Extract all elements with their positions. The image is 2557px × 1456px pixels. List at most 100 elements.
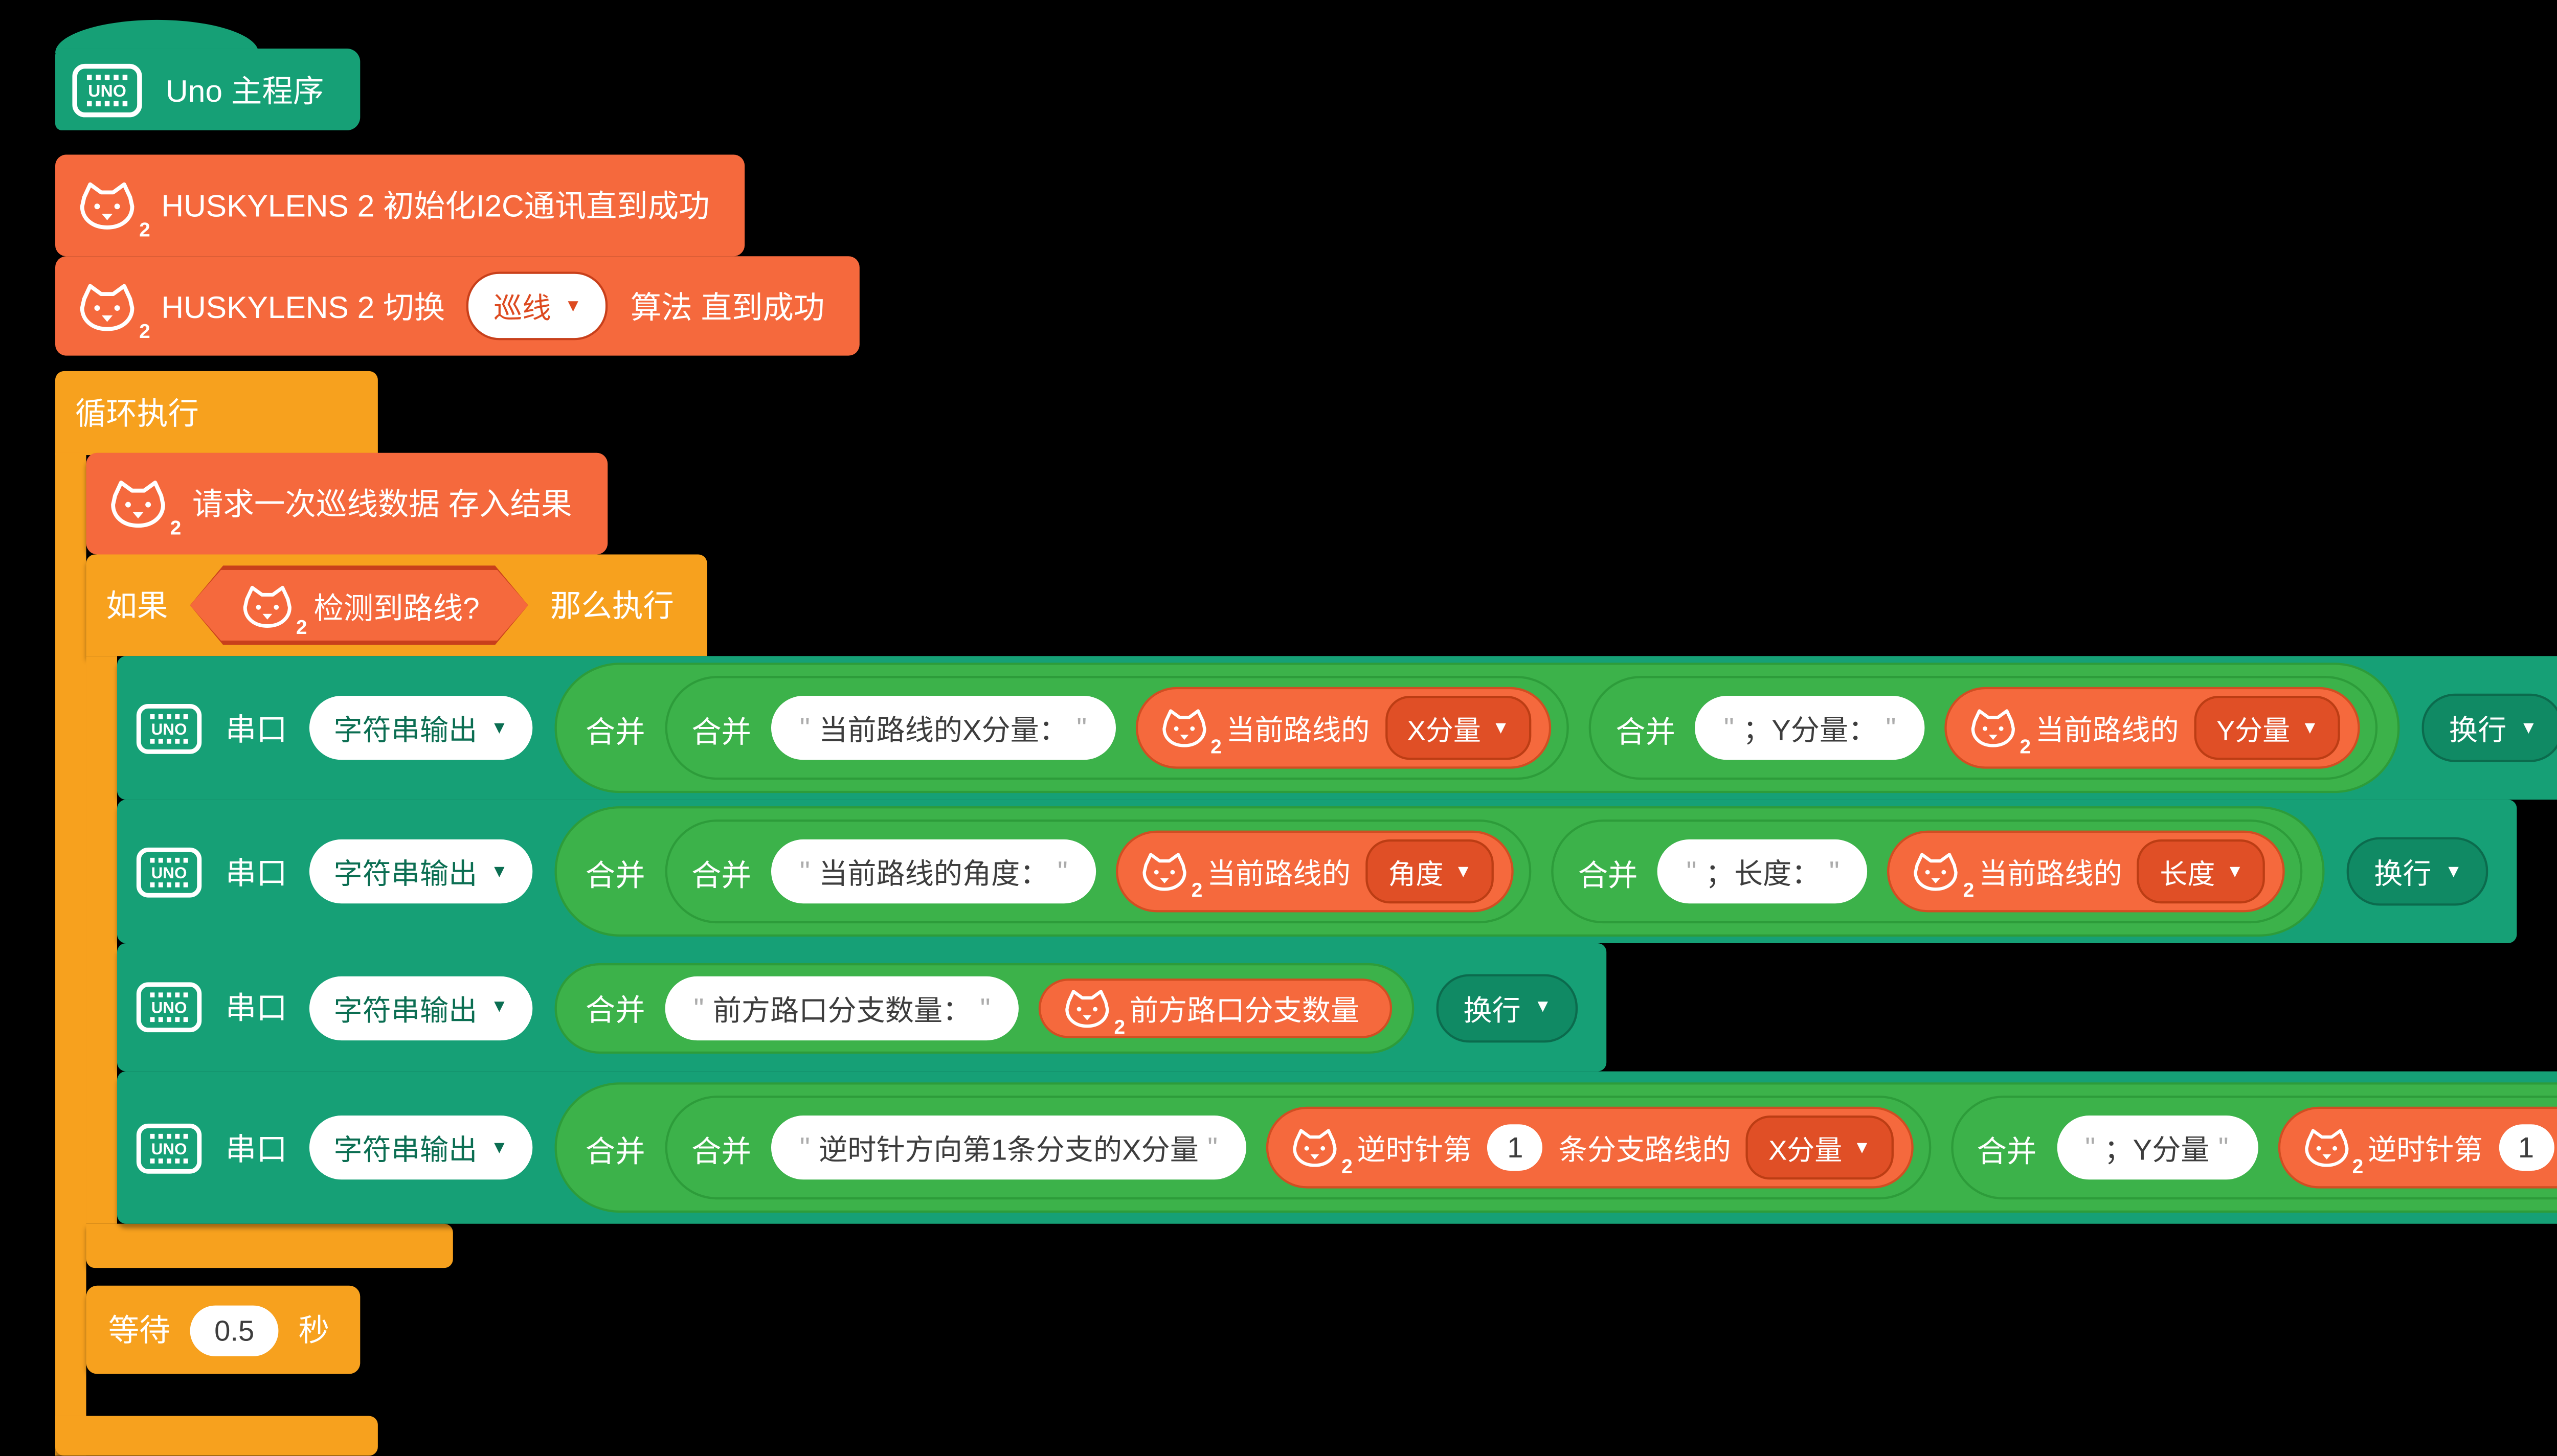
join-label: 合并: [691, 714, 751, 748]
serial-label: 串口: [225, 1130, 287, 1166]
quote-mark: ": [1829, 855, 1840, 888]
huskylens-icon: 2: [1157, 707, 1222, 758]
serial-mode-dropdown[interactable]: 字符串输出 ▼: [309, 839, 533, 904]
serial-mode-dropdown[interactable]: 字符串输出 ▼: [309, 696, 533, 760]
join-text-input[interactable]: " ；长度： ": [1657, 839, 1868, 904]
branch-index-input[interactable]: 1: [1487, 1124, 1543, 1171]
newline-dropdown[interactable]: 换行 ▼: [2423, 693, 2557, 762]
loop-block-header[interactable]: 循环执行: [55, 371, 378, 456]
chevron-down-icon: ▼: [490, 1136, 508, 1156]
join-block-outer[interactable]: 合并 " 前方路口分支数量： " 2 前方路口分支数量: [554, 962, 1415, 1053]
join-label: 合并: [1616, 714, 1675, 748]
wait-block[interactable]: 等待 0.5 秒: [86, 1285, 361, 1374]
husky-reporter[interactable]: 2 当前路线的 角度 ▼: [1116, 830, 1514, 913]
huskylens-icon: 2: [239, 582, 296, 629]
reporter-option-dropdown[interactable]: 长度 ▼: [2138, 839, 2266, 904]
reporter-option-value: X分量: [1768, 1135, 1843, 1167]
serial-mode-dropdown[interactable]: 字符串输出 ▼: [309, 975, 533, 1039]
wait-label: 等待: [108, 1312, 170, 1348]
quote-mark: ": [1886, 711, 1896, 745]
reporter-option-dropdown[interactable]: 角度 ▼: [1366, 839, 1494, 904]
reporter-option-dropdown[interactable]: X分量 ▼: [1385, 696, 1532, 760]
chevron-down-icon: ▼: [2444, 860, 2462, 880]
reporter-option-dropdown[interactable]: X分量 ▼: [1746, 1116, 1893, 1180]
uno-board-icon: [135, 1121, 204, 1174]
huskylens-icon: 2: [75, 179, 150, 241]
join-text-input[interactable]: " 前方路口分支数量： ": [665, 975, 1019, 1039]
algorithm-dropdown[interactable]: 巡线 ▼: [467, 271, 609, 340]
newline-value: 换行: [1463, 993, 1521, 1027]
quote-mark: ": [1057, 855, 1068, 888]
join-block-outer[interactable]: 合并 合并 " 当前路线的角度： " 2 当前路线的 角度 ▼: [554, 806, 2326, 937]
then-label: 那么执行: [550, 587, 674, 623]
quote-mark: ": [1686, 855, 1697, 888]
serial-print-row-2[interactable]: 串口 字符串输出 ▼ 合并 合并 " 当前路线的角度： " 2 当前路线的 角度: [117, 800, 2518, 943]
husky-reporter[interactable]: 2 逆时针第 1 条分支路线的 Y分量 ▼: [2277, 1106, 2557, 1189]
join-block-outer[interactable]: 合并 合并 " 逆时针方向第1条分支的X分量 " 2 逆时针第 1 条分支路线的…: [554, 1082, 2557, 1213]
reporter-mid: 条分支路线的: [1558, 1133, 1731, 1167]
serial-mode-value: 字符串输出: [333, 1133, 478, 1167]
join-block-inner-2[interactable]: 合并 " ；Y分量： " 2 当前路线的 Y分量 ▼: [1589, 676, 2379, 780]
chevron-down-icon: ▼: [1492, 717, 1510, 737]
join-text-input[interactable]: " 当前路线的角度： ": [771, 839, 1096, 904]
join-text-input[interactable]: " ；Y分量： ": [1695, 696, 1925, 760]
huskylens-icon: 2: [1061, 986, 1125, 1037]
husky-reporter[interactable]: 2 逆时针第 1 条分支路线的 X分量 ▼: [1266, 1106, 1913, 1189]
join-block-inner-2[interactable]: 合并 " ；Y分量 " 2 逆时针第 1 条分支路线的 Y分量 ▼: [1950, 1096, 2557, 1200]
quote-mark: ": [980, 990, 991, 1024]
reporter-prefix: 当前路线的: [2035, 713, 2179, 747]
join-label: 合并: [691, 1134, 751, 1168]
join-block-inner-1[interactable]: 合并 " 当前路线的角度： " 2 当前路线的 角度 ▼: [665, 820, 1532, 924]
loop-left-arm: [55, 452, 86, 1456]
wait-unit-label: 秒: [298, 1312, 330, 1348]
join-label: 合并: [1977, 1134, 2037, 1168]
huskylens-switch-block[interactable]: 2 HUSKYLENS 2 切换 巡线 ▼ 算法 直到成功: [55, 256, 860, 356]
serial-print-row-1[interactable]: 串口 字符串输出 ▼ 合并 合并 " 当前路线的X分量： " 2 当前路线的 X…: [117, 656, 2557, 800]
join-text-input[interactable]: " 逆时针方向第1条分支的X分量 ": [771, 1116, 1247, 1180]
join-label: 合并: [585, 1134, 645, 1168]
join-block-outer[interactable]: 合并 合并 " 当前路线的X分量： " 2 当前路线的 X分量 ▼: [554, 663, 2401, 793]
husky-reporter[interactable]: 2 当前路线的 Y分量 ▼: [1944, 687, 2361, 769]
join-block-inner-1[interactable]: 合并 " 逆时针方向第1条分支的X分量 " 2 逆时针第 1 条分支路线的 X分…: [665, 1096, 1931, 1200]
newline-dropdown[interactable]: 换行 ▼: [2347, 837, 2489, 906]
quote-mark: ": [799, 855, 810, 888]
join-text-input[interactable]: " ；Y分量 ": [2056, 1116, 2257, 1180]
husky-reporter[interactable]: 2 当前路线的 长度 ▼: [1888, 830, 2286, 913]
text-value: 前方路口分支数量：: [712, 993, 972, 1027]
serial-print-row-3[interactable]: 串口 字符串输出 ▼ 合并 " 前方路口分支数量： " 2 前方路口分支数量 换…: [117, 943, 1607, 1072]
huskylens-icon: 2: [75, 280, 150, 342]
reporter-prefix: 逆时针第: [1357, 1133, 1472, 1167]
huskylens-icon: 2: [106, 477, 181, 539]
branch-index-input[interactable]: 1: [2498, 1124, 2554, 1171]
chevron-down-icon: ▼: [2226, 860, 2244, 880]
hat-block-uno-main[interactable]: Uno 主程序: [55, 49, 360, 130]
wait-duration-input[interactable]: 0.5: [190, 1304, 279, 1355]
if-label: 如果: [106, 587, 168, 623]
if-block-header[interactable]: 如果 2 检测到路线? 那么执行: [86, 554, 707, 656]
condition-hexagon[interactable]: 2 检测到路线?: [190, 565, 528, 645]
join-label: 合并: [691, 858, 751, 892]
chevron-down-icon: ▼: [1454, 860, 1472, 880]
request-block-label: 请求一次巡线数据 存入结果: [192, 486, 572, 521]
request-data-block[interactable]: 2 请求一次巡线数据 存入结果: [86, 452, 608, 555]
if-left-arm: [86, 656, 118, 1224]
huskylens-icon: 2: [1910, 851, 1974, 901]
quote-mark: ": [1076, 711, 1087, 745]
serial-print-row-4[interactable]: 串口 字符串输出 ▼ 合并 合并 " 逆时针方向第1条分支的X分量 " 2 逆时…: [117, 1071, 2557, 1224]
algorithm-value: 巡线: [494, 291, 551, 325]
huskylens-init-block[interactable]: 2 HUSKYLENS 2 初始化I2C通讯直到成功: [55, 154, 745, 257]
newline-dropdown[interactable]: 换行 ▼: [1437, 973, 1578, 1042]
join-label: 合并: [585, 994, 645, 1028]
husky-reporter[interactable]: 2 前方路口分支数量: [1039, 977, 1393, 1037]
join-block-inner-2[interactable]: 合并 " ；长度： " 2 当前路线的 长度 ▼: [1551, 820, 2303, 924]
serial-mode-value: 字符串输出: [333, 713, 478, 747]
join-block-inner-1[interactable]: 合并 " 当前路线的X分量： " 2 当前路线的 X分量 ▼: [665, 676, 1569, 780]
reporter-prefix: 当前路线的: [1226, 713, 1370, 747]
text-value: ；Y分量: [2104, 1133, 2210, 1167]
join-label: 合并: [1578, 858, 1638, 892]
join-text-input[interactable]: " 当前路线的X分量： ": [771, 696, 1116, 760]
reporter-option-dropdown[interactable]: Y分量 ▼: [2194, 696, 2341, 760]
husky-reporter[interactable]: 2 当前路线的 X分量 ▼: [1135, 687, 1552, 769]
serial-mode-dropdown[interactable]: 字符串输出 ▼: [309, 1116, 533, 1180]
chevron-down-icon: ▼: [490, 996, 508, 1016]
